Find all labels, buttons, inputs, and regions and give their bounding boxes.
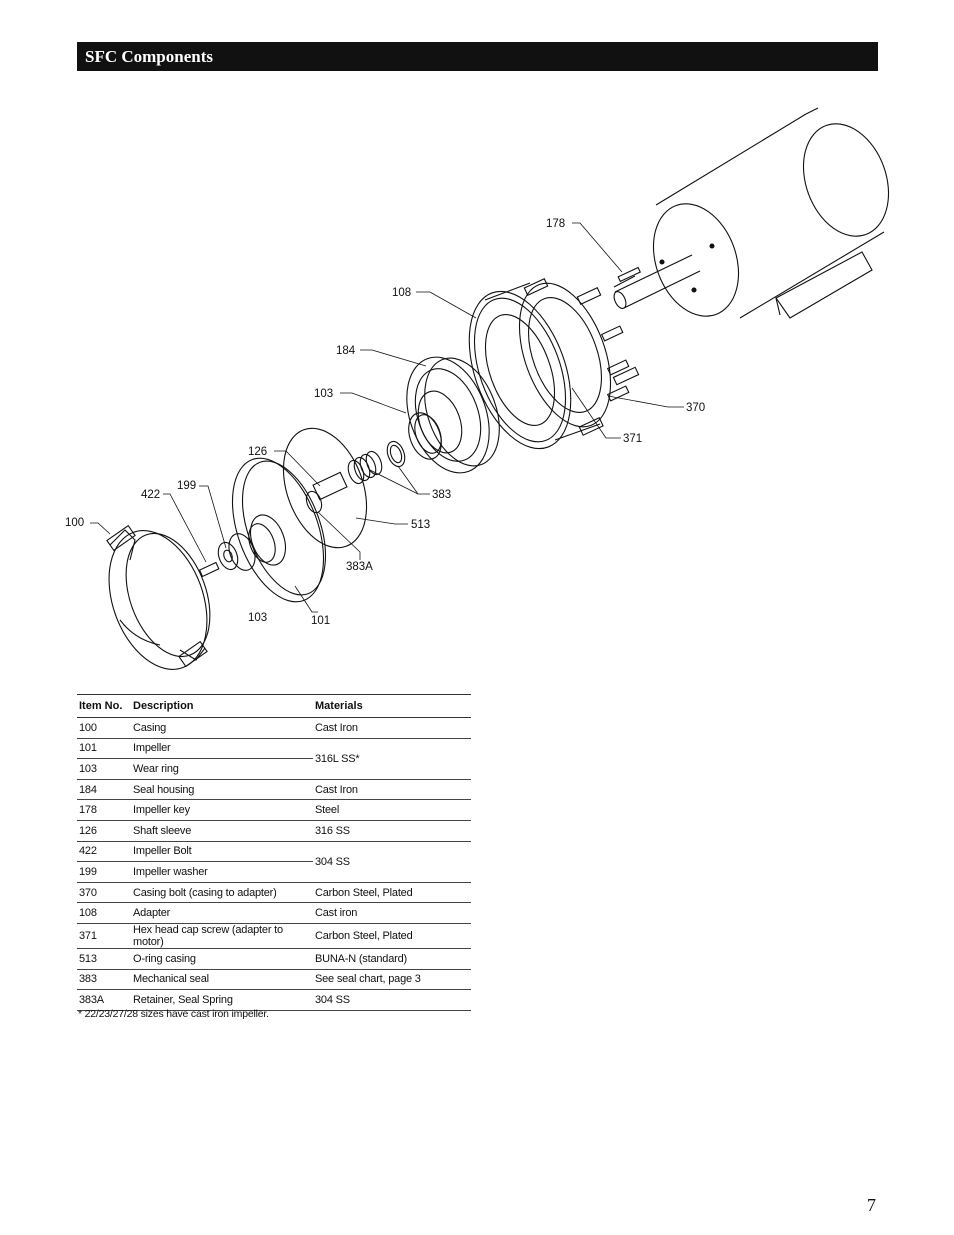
callout-126: 126	[248, 446, 267, 458]
cell-item: 383	[77, 969, 131, 991]
cell-item: 103	[77, 758, 131, 780]
cell-materials: BUNA-N (standard)	[313, 948, 471, 970]
motor-drawing	[613, 107, 890, 319]
callout-178: 178	[546, 218, 565, 230]
bolts-drawing	[523, 277, 640, 436]
header-description: Description	[131, 694, 313, 718]
table-row: 178 Impeller key Steel	[77, 799, 471, 821]
cell-item: 370	[77, 882, 131, 904]
cell-item: 108	[77, 902, 131, 924]
seal-housing-drawing	[406, 356, 500, 474]
table-row: 101 Impeller 316L SS*	[77, 738, 471, 780]
cell-item: 383A	[77, 989, 131, 1011]
cell-item: 178	[77, 799, 131, 821]
callout-422: 422	[141, 489, 160, 501]
callout-371: 371	[623, 433, 642, 445]
header-materials: Materials	[313, 694, 471, 718]
cell-description: Impeller key	[131, 799, 313, 821]
section-header: SFC Components	[77, 42, 878, 71]
callout-103-lower: 103	[248, 612, 267, 624]
cell-description: Mechanical seal	[131, 969, 313, 991]
table-footnote: * 22/23/27/28 sizes have cast iron impel…	[78, 1008, 269, 1020]
table-row: 126 Shaft sleeve 316 SS	[77, 820, 471, 842]
cell-item: 371	[77, 923, 131, 949]
table-row: 108 Adapter Cast iron	[77, 902, 471, 924]
cell-item: 126	[77, 820, 131, 842]
cell-item: 101	[77, 738, 131, 760]
table-row: 184 Seal housing Cast Iron	[77, 779, 471, 801]
cell-materials: 304 SS	[313, 989, 471, 1011]
cell-materials: Cast iron	[313, 902, 471, 924]
table-header-row: Item No. Description Materials	[77, 694, 471, 718]
cell-description: Hex head cap screw (adapter to motor)	[131, 923, 313, 949]
cell-item: 513	[77, 948, 131, 970]
cell-materials: Carbon Steel, Plated	[313, 882, 471, 904]
cell-materials: Carbon Steel, Plated	[313, 923, 471, 949]
cell-materials: 316 SS	[313, 820, 471, 842]
callout-100: 100	[65, 517, 84, 529]
cell-materials: See seal chart, page 3	[313, 969, 471, 991]
cell-description: Retainer, Seal Spring	[131, 989, 313, 1011]
casing-drawing	[106, 524, 211, 670]
cell-materials: 316L SS*	[313, 738, 471, 780]
callout-370: 370	[686, 402, 705, 414]
impeller-drawing	[231, 457, 326, 603]
table-row: 383A Retainer, Seal Spring 304 SS	[77, 989, 471, 1011]
callout-199: 199	[177, 480, 196, 492]
page-number: 7	[867, 1195, 876, 1215]
cell-description: Casing	[131, 717, 313, 739]
header-item-no: Item No.	[77, 694, 131, 718]
section-title: SFC Components	[85, 47, 213, 66]
cell-description: O-ring casing	[131, 948, 313, 970]
cell-item: 422	[77, 841, 131, 863]
spring-drawing	[347, 450, 383, 485]
cell-description: Seal housing	[131, 779, 313, 801]
components-table: Item No. Description Materials 100 Casin…	[77, 694, 471, 1011]
cell-description: Casing bolt (casing to adapter)	[131, 882, 313, 904]
cell-materials: Cast Iron	[313, 779, 471, 801]
cell-item: 184	[77, 779, 131, 801]
adapter-drawing	[468, 282, 612, 450]
table-row: 513 O-ring casing BUNA-N (standard)	[77, 948, 471, 970]
cell-description: Shaft sleeve	[131, 820, 313, 842]
table-row: 383 Mechanical seal See seal chart, page…	[77, 969, 471, 991]
cell-description: Impeller Bolt	[131, 841, 313, 863]
callout-101: 101	[311, 615, 330, 627]
cell-description: Impeller washer	[131, 861, 313, 883]
callout-383a: 383A	[346, 561, 373, 573]
callout-383: 383	[432, 489, 451, 501]
table-row: 199 Impeller washer	[77, 861, 471, 883]
cell-materials: Steel	[313, 799, 471, 821]
table-row: 100 Casing Cast Iron	[77, 717, 471, 739]
callout-103-upper: 103	[314, 388, 333, 400]
cell-materials: Cast Iron	[313, 717, 471, 739]
cell-description: Wear ring	[131, 758, 313, 780]
callout-108: 108	[392, 287, 411, 299]
cell-item: 100	[77, 717, 131, 739]
table-row: 370 Casing bolt (casing to adapter) Carb…	[77, 882, 471, 904]
table-row: 422 Impeller Bolt 304 SS	[77, 841, 471, 883]
cell-item: 199	[77, 861, 131, 883]
table-row: 371 Hex head cap screw (adapter to motor…	[77, 923, 471, 949]
exploded-pump-diagram: 178 108 184 103 370 371 126 383 199 422 …	[65, 107, 890, 670]
callout-184: 184	[336, 345, 356, 357]
table-row: 103 Wear ring	[77, 758, 471, 780]
cell-description: Impeller	[131, 738, 313, 760]
cell-materials: 304 SS	[313, 841, 471, 883]
callout-513: 513	[411, 519, 430, 531]
cell-description: Adapter	[131, 902, 313, 924]
